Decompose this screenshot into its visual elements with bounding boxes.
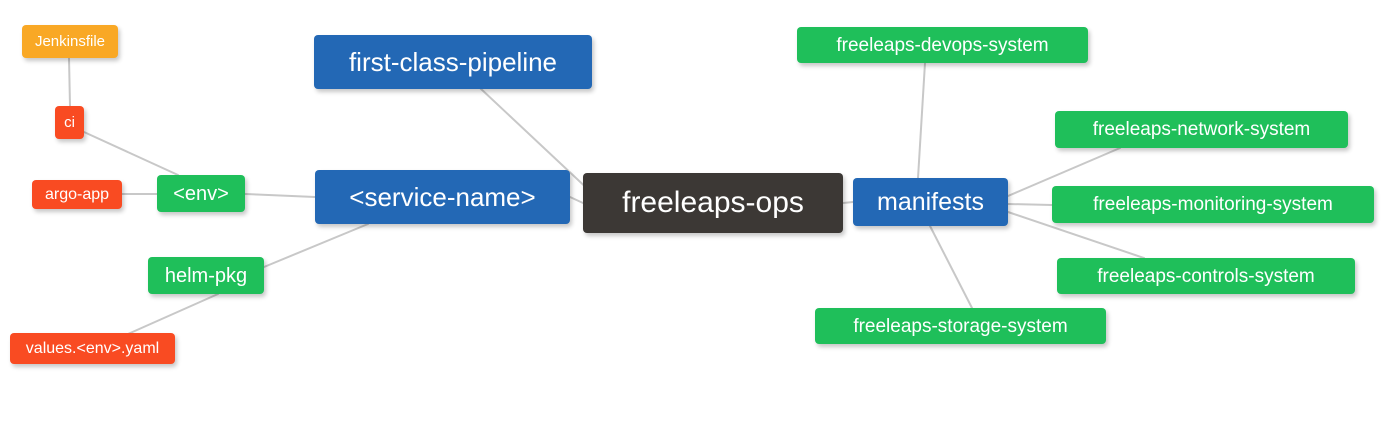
node-monitoring[interactable]: freeleaps-monitoring-system (1052, 186, 1374, 223)
edge-root-to-manifests (842, 201, 854, 204)
node-label: helm-pkg (164, 264, 248, 287)
edge-service-to-env (244, 193, 316, 198)
node-storage[interactable]: freeleaps-storage-system (815, 308, 1106, 344)
node-label: freeleaps-monitoring-system (1093, 194, 1333, 215)
node-jenkinsfile[interactable]: Jenkinsfile (22, 25, 118, 58)
edge-manifests-to-devops (917, 62, 926, 179)
node-label: freeleaps-controls-system (1097, 265, 1315, 287)
node-ci[interactable]: ci (55, 106, 84, 139)
node-argoapp[interactable]: argo-app (32, 180, 122, 209)
edge-service-to-helm (263, 223, 369, 268)
node-label: manifests (877, 187, 984, 216)
edge-root-to-service (569, 196, 584, 204)
node-pipeline[interactable]: first-class-pipeline (314, 35, 592, 89)
node-label: values.<env>.yaml (25, 339, 160, 357)
edge-ci-to-jenkinsfile (68, 57, 71, 107)
node-label: freeleaps-storage-system (853, 315, 1068, 337)
node-manifests[interactable]: manifests (853, 178, 1008, 226)
node-label: argo-app (44, 185, 110, 203)
node-label: freeleaps-ops (622, 186, 804, 219)
node-controls[interactable]: freeleaps-controls-system (1057, 258, 1355, 294)
node-label: first-class-pipeline (348, 47, 558, 77)
node-network[interactable]: freeleaps-network-system (1055, 111, 1348, 148)
node-devops[interactable]: freeleaps-devops-system (797, 27, 1088, 63)
node-label: Jenkinsfile (34, 33, 106, 50)
node-label: freeleaps-devops-system (836, 34, 1049, 56)
node-root[interactable]: freeleaps-ops (583, 173, 843, 233)
node-label: ci (64, 114, 75, 131)
node-values[interactable]: values.<env>.yaml (10, 333, 175, 364)
node-label: <service-name> (349, 182, 536, 212)
node-label: <env> (173, 182, 229, 205)
edge-env-to-ci (83, 131, 179, 176)
node-service[interactable]: <service-name> (315, 170, 570, 224)
edge-manifests-to-storage (929, 225, 973, 309)
edge-helm-to-values (118, 293, 219, 339)
node-label: freeleaps-network-system (1092, 119, 1311, 140)
node-env[interactable]: <env> (157, 175, 245, 212)
node-helm[interactable]: helm-pkg (148, 257, 264, 294)
edge-manifests-to-monitoring (1007, 203, 1053, 206)
